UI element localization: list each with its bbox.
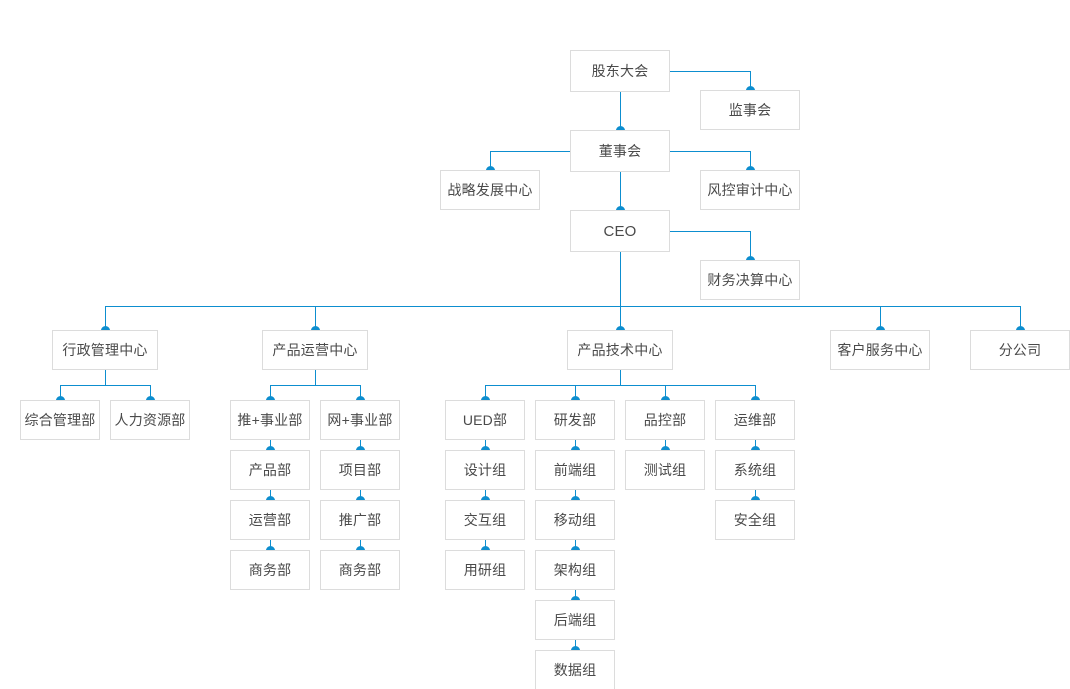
connector-shareholders_meeting-to-supervisory_board-v bbox=[750, 71, 751, 90]
product-tech-trunk-stem bbox=[620, 370, 621, 385]
org-node-data-group[interactable]: 数据组 bbox=[535, 650, 615, 689]
connector-promotion_dept-to-business_dept_b bbox=[360, 540, 361, 550]
connector-shareholders_meeting-to-board_of_directors bbox=[620, 92, 621, 130]
org-node-ops-dept[interactable]: 运维部 bbox=[715, 400, 795, 440]
connector-system_group-to-security_group bbox=[755, 490, 756, 500]
org-node-customer-service[interactable]: 客户服务中心 bbox=[830, 330, 930, 370]
connector-rd_dept-to-frontend_group bbox=[575, 440, 576, 450]
admin-trunk-drop-1 bbox=[150, 385, 151, 400]
org-node-frontend-group[interactable]: 前端组 bbox=[535, 450, 615, 490]
org-node-design-group[interactable]: 设计组 bbox=[445, 450, 525, 490]
product-tech-trunk-drop-3 bbox=[755, 385, 756, 400]
connector-qa_dept-to-test_group bbox=[665, 440, 666, 450]
admin-trunk-bar bbox=[60, 385, 150, 386]
ceo-trunk-drop-4 bbox=[1020, 306, 1021, 330]
connector-ceo-to-finance_center-v bbox=[750, 231, 751, 260]
connector-product_dept-to-operations_dept bbox=[270, 490, 271, 500]
org-node-backend-group[interactable]: 后端组 bbox=[535, 600, 615, 640]
ceo-trunk-drop-0 bbox=[105, 306, 106, 330]
org-node-admin-center[interactable]: 行政管理中心 bbox=[52, 330, 158, 370]
connector-board_of_directors-to-strategy_center-h bbox=[490, 151, 570, 152]
org-node-mobile-group[interactable]: 移动组 bbox=[535, 500, 615, 540]
product-ops-trunk-drop-1 bbox=[360, 385, 361, 400]
org-node-project-dept[interactable]: 项目部 bbox=[320, 450, 400, 490]
org-node-supervisory-board[interactable]: 监事会 bbox=[700, 90, 800, 130]
org-node-product-ops-center[interactable]: 产品运营中心 bbox=[262, 330, 368, 370]
connector-wang_division-to-project_dept bbox=[360, 440, 361, 450]
connector-shareholders_meeting-to-supervisory_board-h bbox=[670, 71, 750, 72]
org-node-qa-dept[interactable]: 品控部 bbox=[625, 400, 705, 440]
connector-board_of_directors-to-risk_audit_center-h bbox=[670, 151, 750, 152]
org-node-test-group[interactable]: 测试组 bbox=[625, 450, 705, 490]
product-ops-trunk-bar bbox=[270, 385, 360, 386]
connector-operations_dept-to-business_dept_a bbox=[270, 540, 271, 550]
connector-backend_group-to-data_group bbox=[575, 640, 576, 650]
connector-frontend_group-to-mobile_group bbox=[575, 490, 576, 500]
connector-board_of_directors-to-strategy_center-v bbox=[490, 151, 491, 170]
connector-design_group-to-interaction_group bbox=[485, 490, 486, 500]
org-node-system-group[interactable]: 系统组 bbox=[715, 450, 795, 490]
org-node-promotion-dept[interactable]: 推广部 bbox=[320, 500, 400, 540]
org-node-general-mgmt-dept[interactable]: 综合管理部 bbox=[20, 400, 100, 440]
org-node-hr-dept[interactable]: 人力资源部 bbox=[110, 400, 190, 440]
product-tech-trunk-drop-0 bbox=[485, 385, 486, 400]
org-node-business-dept-a[interactable]: 商务部 bbox=[230, 550, 310, 590]
connector-interaction_group-to-user_research_group bbox=[485, 540, 486, 550]
product-ops-trunk-drop-0 bbox=[270, 385, 271, 400]
org-node-ceo[interactable]: CEO bbox=[570, 210, 670, 252]
product-tech-trunk-drop-2 bbox=[665, 385, 666, 400]
org-node-shareholders-meeting[interactable]: 股东大会 bbox=[570, 50, 670, 92]
org-node-branch-company[interactable]: 分公司 bbox=[970, 330, 1070, 370]
org-node-interaction-group[interactable]: 交互组 bbox=[445, 500, 525, 540]
connector-ceo-to-finance_center-h bbox=[670, 231, 750, 232]
connector-ued_dept-to-design_group bbox=[485, 440, 486, 450]
org-node-risk-audit-center[interactable]: 风控审计中心 bbox=[700, 170, 800, 210]
ceo-trunk-stem bbox=[620, 252, 621, 306]
org-node-user-research-group[interactable]: 用研组 bbox=[445, 550, 525, 590]
org-node-strategy-center[interactable]: 战略发展中心 bbox=[440, 170, 540, 210]
ceo-trunk-drop-2 bbox=[620, 306, 621, 330]
org-node-operations-dept[interactable]: 运营部 bbox=[230, 500, 310, 540]
org-node-wang-division[interactable]: 网+事业部 bbox=[320, 400, 400, 440]
org-node-ued-dept[interactable]: UED部 bbox=[445, 400, 525, 440]
connector-board_of_directors-to-risk_audit_center-v bbox=[750, 151, 751, 170]
product-ops-trunk-stem bbox=[315, 370, 316, 385]
org-node-product-dept[interactable]: 产品部 bbox=[230, 450, 310, 490]
org-node-finance-center[interactable]: 财务决算中心 bbox=[700, 260, 800, 300]
admin-trunk-drop-0 bbox=[60, 385, 61, 400]
admin-trunk-stem bbox=[105, 370, 106, 385]
ceo-trunk-bar bbox=[105, 306, 1020, 307]
product-tech-trunk-bar bbox=[485, 385, 755, 386]
ceo-trunk-drop-3 bbox=[880, 306, 881, 330]
product-tech-trunk-drop-1 bbox=[575, 385, 576, 400]
org-node-product-tech-center[interactable]: 产品技术中心 bbox=[567, 330, 673, 370]
org-node-tui-division[interactable]: 推+事业部 bbox=[230, 400, 310, 440]
org-node-business-dept-b[interactable]: 商务部 bbox=[320, 550, 400, 590]
connector-project_dept-to-promotion_dept bbox=[360, 490, 361, 500]
org-node-board-of-directors[interactable]: 董事会 bbox=[570, 130, 670, 172]
org-node-security-group[interactable]: 安全组 bbox=[715, 500, 795, 540]
org-node-rd-dept[interactable]: 研发部 bbox=[535, 400, 615, 440]
connector-ops_dept-to-system_group bbox=[755, 440, 756, 450]
org-node-architecture-group[interactable]: 架构组 bbox=[535, 550, 615, 590]
connector-architecture_group-to-backend_group bbox=[575, 590, 576, 600]
ceo-trunk-drop-1 bbox=[315, 306, 316, 330]
connector-tui_division-to-product_dept bbox=[270, 440, 271, 450]
connector-board_of_directors-to-ceo bbox=[620, 172, 621, 210]
connector-mobile_group-to-architecture_group bbox=[575, 540, 576, 550]
